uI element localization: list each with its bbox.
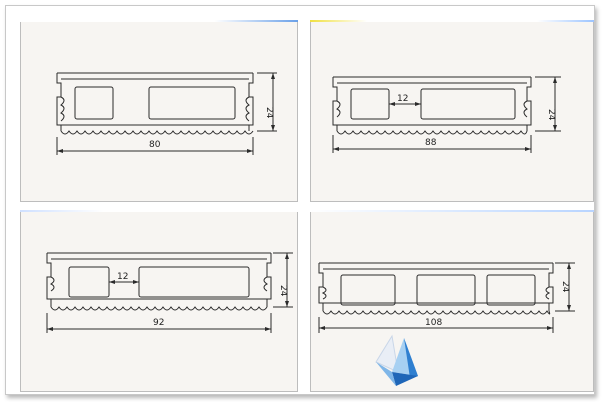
width-dimension-label: 88 [425, 138, 437, 148]
cavity-large [138, 266, 250, 298]
height-dimension-label: 24 [546, 109, 556, 121]
drawing-panel-80: 80 24 [20, 20, 298, 202]
cavity-left [340, 274, 396, 306]
arrowhead [567, 305, 571, 311]
left-notch [321, 286, 327, 300]
cavity-large [420, 88, 516, 120]
height-dimension-label: 24 [560, 281, 570, 293]
arrowhead [389, 102, 395, 106]
profile-outline [548, 263, 554, 311]
profile-outline [318, 263, 324, 311]
blue-prism-logo [375, 334, 418, 386]
cavity-small [68, 266, 110, 298]
arrowhead [333, 147, 339, 151]
arrowhead [567, 263, 571, 269]
height-dimension-label: 24 [278, 285, 288, 297]
profile-drawing-108: 108 24 [318, 262, 575, 333]
arrowhead [553, 125, 557, 131]
profile-drawing-88: 12 88 24 [332, 76, 561, 153]
profile-drawing-92: 12 92 24 [46, 252, 293, 333]
profile-outline [526, 77, 532, 131]
arrowhead [271, 125, 275, 131]
right-notch [545, 286, 551, 300]
profile-drawing-80: 80 24 [56, 72, 277, 155]
arrowhead [271, 73, 275, 79]
right-notch [523, 100, 528, 118]
gap-dimension-label: 12 [117, 272, 128, 282]
profile-grooved-bottom [322, 310, 551, 315]
arrowhead [57, 149, 63, 153]
left-notch [60, 96, 65, 122]
profile-grooved-bottom [336, 130, 528, 135]
drawing-panel-92: 12 92 24 [20, 210, 298, 392]
cavity-middle [416, 274, 476, 306]
arrowhead [285, 301, 289, 307]
width-dimension-label: 92 [153, 318, 164, 328]
arrowhead [547, 326, 553, 330]
width-dimension-label: 80 [149, 140, 161, 150]
arrowhead [525, 147, 531, 151]
profile-outline [266, 253, 272, 307]
arrowhead [319, 326, 325, 330]
cavity-small [350, 88, 390, 120]
profile-grooved-bottom [50, 306, 268, 311]
arrowhead [47, 327, 53, 331]
width-dimension-label: 108 [425, 318, 442, 328]
profile-grooved-bottom [60, 130, 254, 135]
left-notch [336, 100, 341, 118]
right-notch [245, 96, 250, 122]
drawing-panel-108: 108 24 [310, 210, 594, 392]
right-notch [263, 276, 268, 292]
profile-outline [332, 77, 338, 131]
arrowhead [285, 253, 289, 259]
arrowhead [133, 280, 139, 284]
drawing-panel-88: 12 88 24 [310, 20, 594, 202]
arrowhead [109, 280, 115, 284]
arrowhead [265, 327, 271, 331]
left-notch [50, 276, 55, 292]
profile-outline [46, 253, 52, 307]
cavity-large [148, 86, 236, 120]
cavity-small [74, 86, 114, 120]
profile-outline [248, 73, 254, 131]
arrowhead [553, 77, 557, 83]
height-dimension-label: 24 [264, 107, 274, 119]
gap-dimension-label: 12 [397, 94, 408, 104]
cavity-right [486, 274, 536, 306]
arrowhead [247, 149, 253, 153]
profile-outline [56, 73, 62, 131]
arrowhead [415, 102, 421, 106]
image-frame: 80 24 [5, 5, 595, 395]
